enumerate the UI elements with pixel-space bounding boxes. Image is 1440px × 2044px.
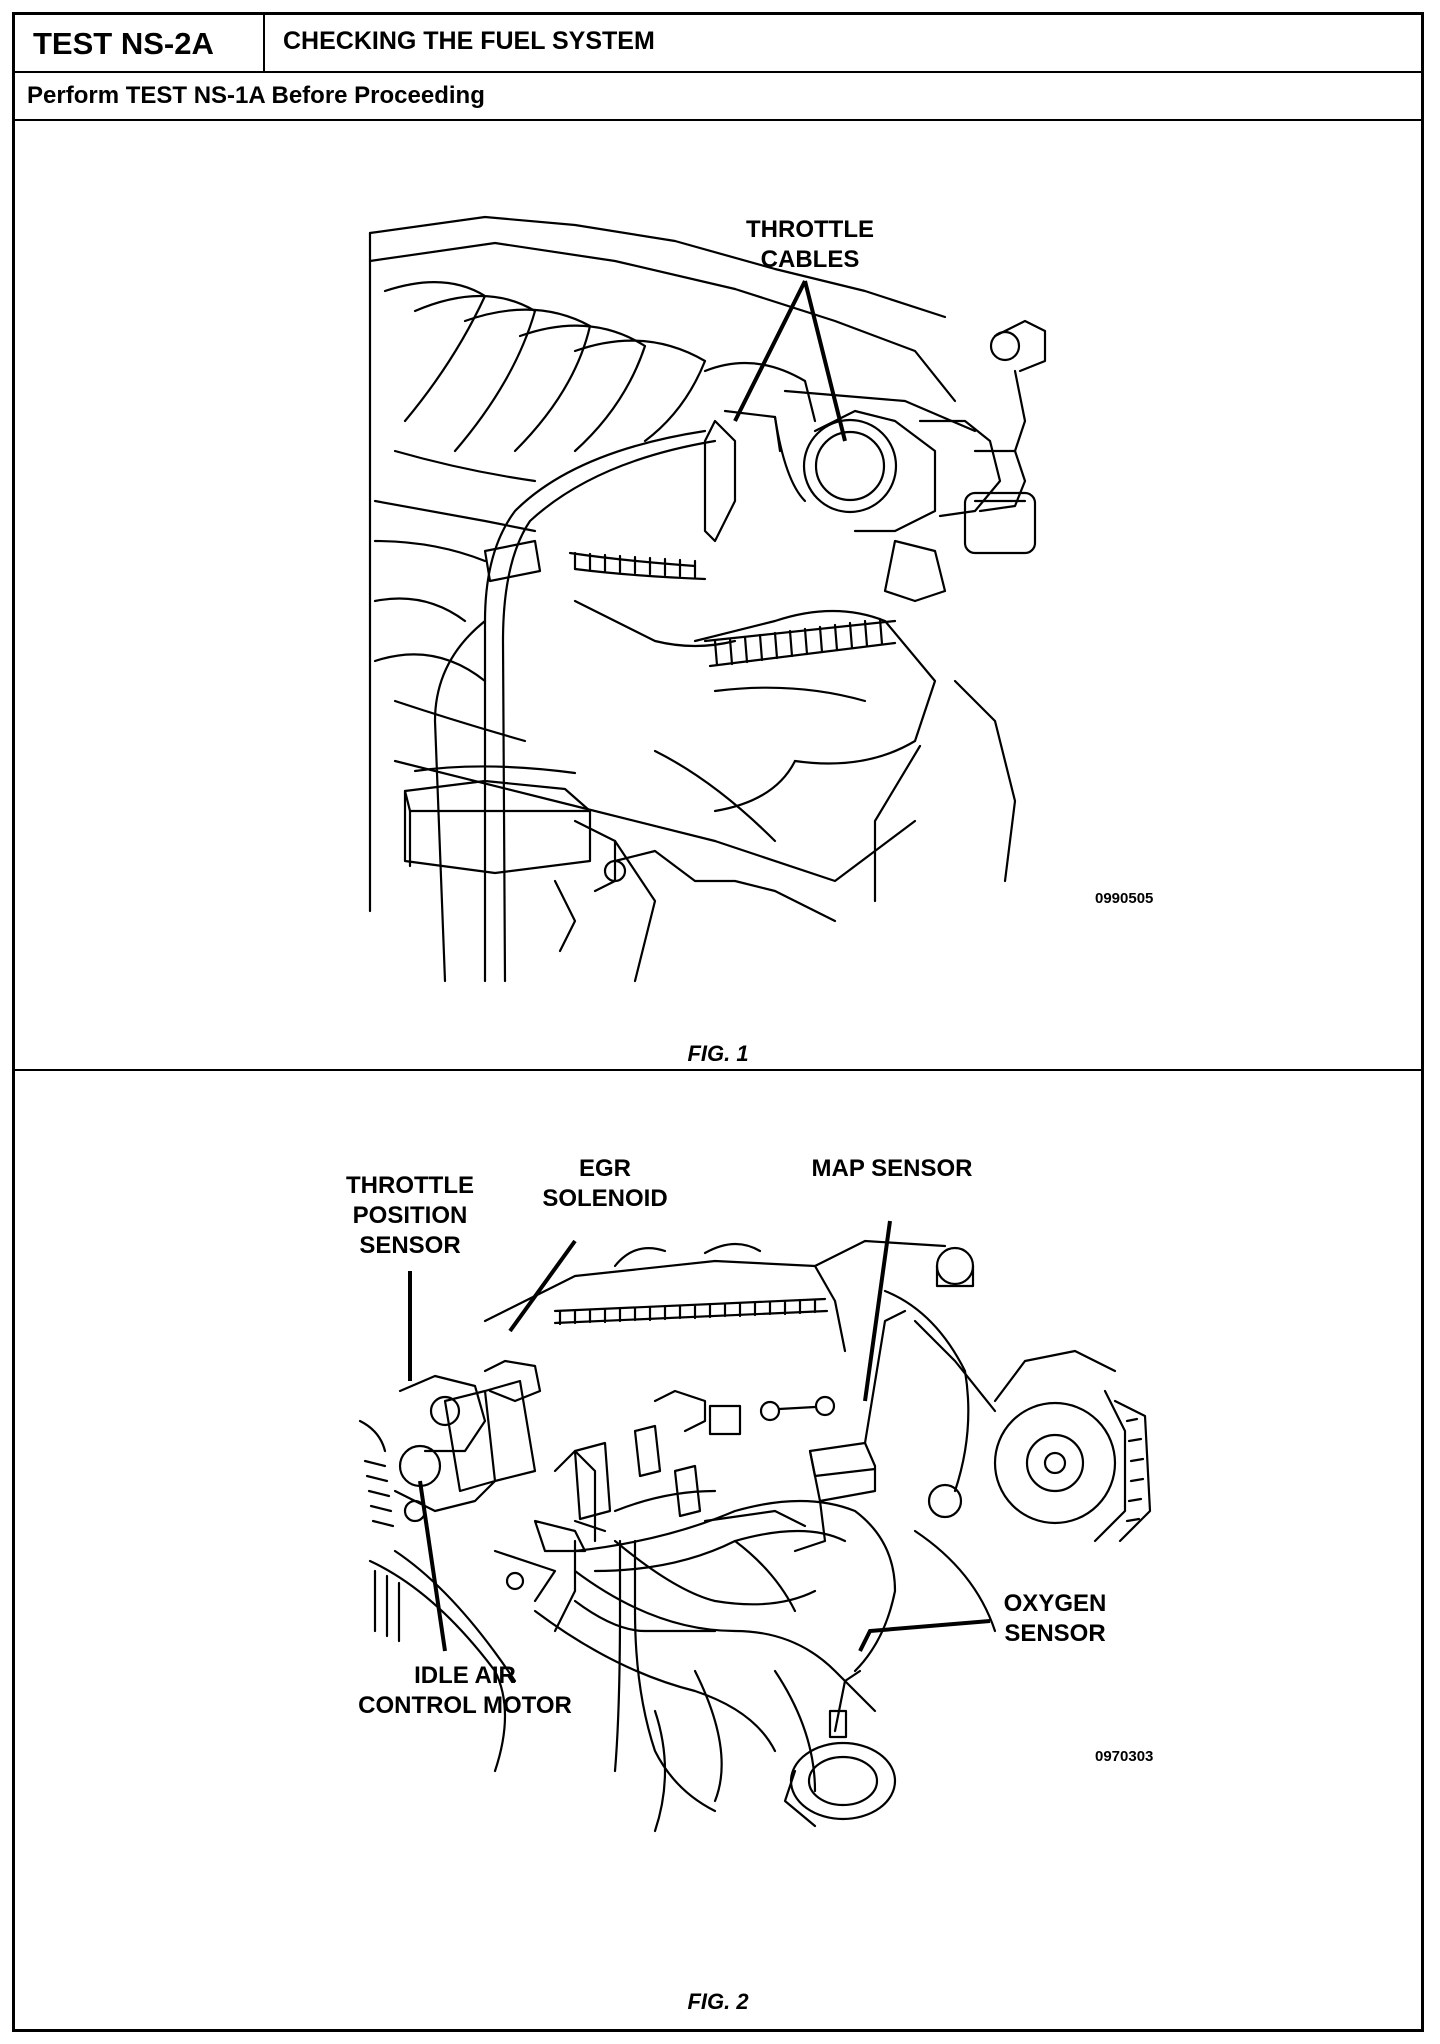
prerequisite-note: Perform TEST NS-1A Before Proceeding xyxy=(15,73,1421,121)
test-title: CHECKING THE FUEL SYSTEM xyxy=(283,27,655,55)
test-sheet: TEST NS-2A CHECKING THE FUEL SYSTEM Perf… xyxy=(12,12,1424,2032)
oxygen-sensor-label-2: SENSOR xyxy=(1004,1620,1105,1647)
test-id: TEST NS-2A xyxy=(15,15,265,71)
figure-2-engine-drawing: THROTTLE POSITION SENSOR EGR SOLENOID MA… xyxy=(346,1155,1153,1833)
figure-2-caption: FIG. 2 xyxy=(687,1989,749,2014)
iac-label-1: IDLE AIR xyxy=(414,1662,516,1689)
throttle-cables-label-2: CABLES xyxy=(761,246,860,273)
figure-1-code: 0990505 xyxy=(1095,890,1153,907)
figure-1-engine-drawing: THROTTLE CABLES 0990505 xyxy=(368,215,1153,983)
engine-top-illustration xyxy=(368,215,1047,983)
engine-side-illustration xyxy=(358,1239,1152,1833)
figure-2-code: 0970303 xyxy=(1095,1748,1153,1765)
figure-1-caption: FIG. 1 xyxy=(687,1041,749,1066)
tps-label-2: POSITION xyxy=(353,1202,468,1229)
figure-1-leader-lines xyxy=(733,280,847,442)
egr-label-2: SOLENOID xyxy=(542,1185,667,1212)
iac-label-2: CONTROL MOTOR xyxy=(358,1692,572,1719)
title-row: TEST NS-2A CHECKING THE FUEL SYSTEM xyxy=(15,15,1421,73)
figure-2-panel: THROTTLE POSITION SENSOR EGR SOLENOID MA… xyxy=(15,1071,1421,2029)
oxygen-sensor-label-1: OXYGEN xyxy=(1004,1590,1107,1617)
throttle-cables-label-1: THROTTLE xyxy=(746,216,874,243)
map-sensor-label: MAP SENSOR xyxy=(812,1155,973,1182)
egr-label-1: EGR xyxy=(579,1155,631,1182)
tps-label-1: THROTTLE xyxy=(346,1172,474,1199)
figure-2-leader-lines xyxy=(408,1220,991,1652)
tps-label-3: SENSOR xyxy=(359,1232,460,1259)
figure-1-panel: THROTTLE CABLES 0990505 FIG. 1 xyxy=(15,121,1421,1071)
